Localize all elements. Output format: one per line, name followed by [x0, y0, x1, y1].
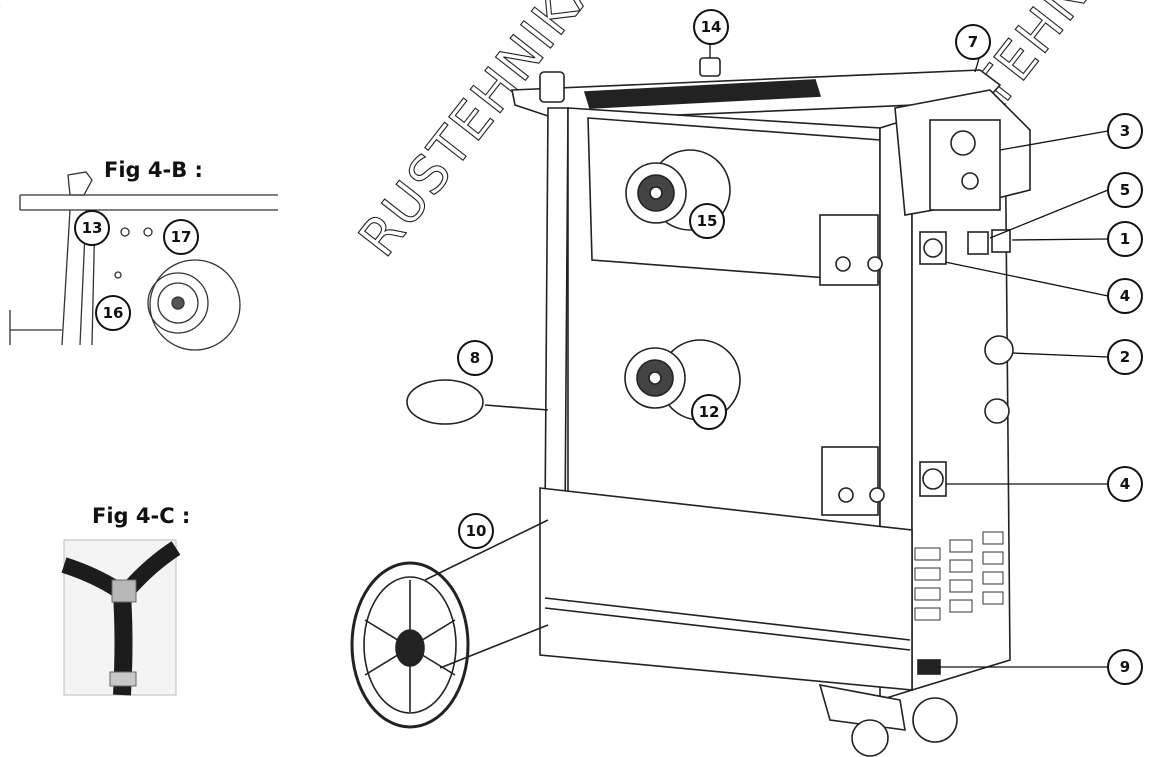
callout-4b-label: 4	[1120, 475, 1130, 493]
leader-lines	[709, 44, 1109, 668]
callout-9-label: 9	[1120, 658, 1130, 676]
watermark-left: RUSTEHNIKA	[0, 0, 188, 68]
callout-14: 14	[693, 9, 729, 45]
callout-7-label: 7	[968, 33, 978, 51]
callout-17-label: 17	[171, 228, 192, 246]
callout-17: 17	[163, 219, 199, 255]
callout-3-label: 3	[1120, 122, 1130, 140]
callout-1-label: 1	[1120, 230, 1130, 248]
callout-14-label: 14	[701, 18, 722, 36]
fig-4c-title: Fig 4-C :	[92, 504, 191, 528]
fig-4b-title: Fig 4-B :	[104, 158, 203, 182]
callout-10-label: 10	[466, 522, 487, 540]
callout-1: 1	[1107, 221, 1143, 257]
callout-12: 12	[691, 394, 727, 430]
fig-4c-illustration	[61, 539, 181, 696]
callout-10: 10	[458, 513, 494, 549]
callout-15-label: 15	[697, 212, 718, 230]
callout-5: 5	[1107, 172, 1143, 208]
callout-8: 8	[457, 340, 493, 376]
callout-4a-label: 4	[1120, 287, 1130, 305]
callout-4b: 4	[1107, 466, 1143, 502]
callout-7: 7	[955, 24, 991, 60]
callout-13: 13	[74, 210, 110, 246]
callout-2-label: 2	[1120, 348, 1130, 366]
callout-16-label: 16	[103, 304, 124, 322]
callout-15: 15	[689, 203, 725, 239]
callout-13-label: 13	[82, 219, 103, 237]
fig-4b-illustration	[9, 171, 278, 351]
callout-12-label: 12	[699, 403, 720, 421]
callout-5-label: 5	[1120, 181, 1130, 199]
gas-valve-knob	[699, 57, 721, 77]
callouts: 1 2 3 4 4 5 7 8 9 10 12 13 14 15 16 17	[74, 9, 1143, 685]
callout-2: 2	[1107, 339, 1143, 375]
callout-9: 9	[1107, 649, 1143, 685]
callout-4a: 4	[1107, 278, 1143, 314]
callout-16: 16	[95, 295, 131, 331]
callout-3: 3	[1107, 113, 1143, 149]
callout-8-label: 8	[470, 349, 480, 367]
